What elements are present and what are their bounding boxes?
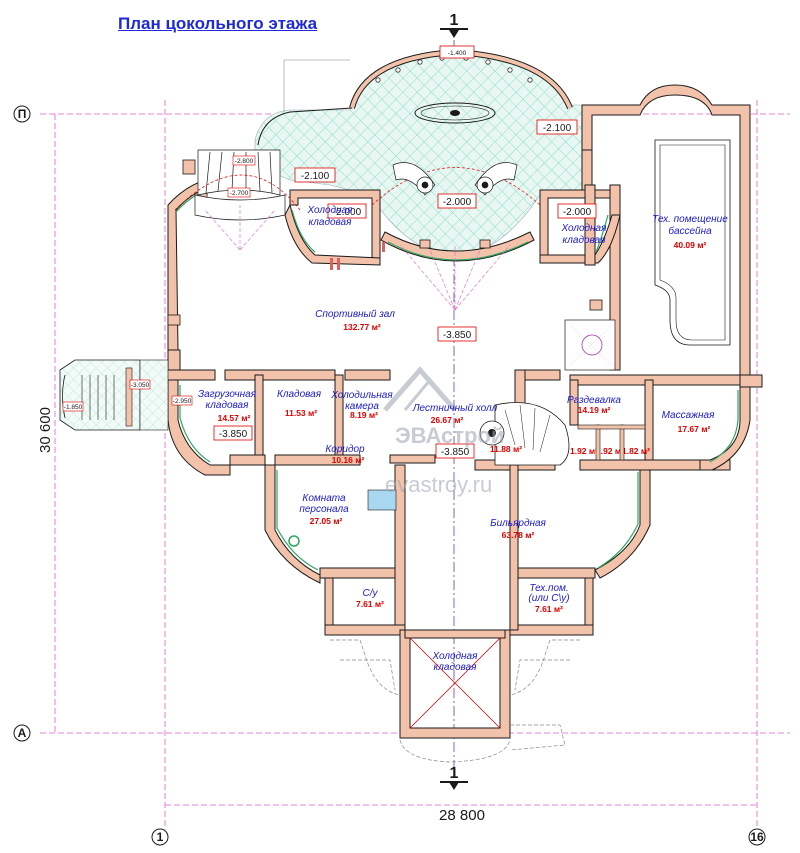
radial-guides	[204, 205, 511, 311]
room-label-staff-1: Комната	[302, 493, 346, 504]
room-label-tech-pool-1: Тех. помещение	[652, 214, 728, 225]
room-area-tech-pool: 40.09 м²	[674, 240, 707, 250]
svg-text:-2.800: -2.800	[235, 158, 254, 165]
svg-text:А: А	[18, 726, 27, 740]
svg-text:-2.000: -2.000	[333, 207, 362, 218]
svg-text:1: 1	[450, 765, 459, 782]
room-label-cold-bottom-1: Холодная	[432, 651, 479, 662]
room-area-staff: 27.05 м²	[310, 516, 343, 526]
room-label-changing: Раздевалка	[567, 395, 621, 406]
room-area-massage: 17.67 м²	[678, 424, 711, 434]
room-area-billiard: 63.78 м²	[502, 530, 535, 540]
svg-text:16: 16	[750, 830, 764, 844]
room-label-tech-wc-2: (или С\у)	[528, 593, 569, 604]
section-mark-top: 1	[440, 12, 468, 38]
room-label-stair-hall: Лестничный холл	[412, 403, 498, 414]
room-label-cold-bottom-2: кладовая	[434, 662, 478, 673]
room-label-pantry: Кладовая	[277, 389, 322, 400]
level-marks: -1.400 -2.100 -2.100 -2.800 -2.700 -2.00…	[62, 45, 597, 459]
room-label-gym: Спортивный зал	[315, 309, 395, 320]
watermark: ЭВАстрой evastroy.ru	[383, 366, 504, 497]
room-labels: Холодная кладовая Холодная кладовая Тех.…	[198, 205, 728, 673]
stair-center-left	[392, 162, 436, 196]
stair-pool	[564, 319, 616, 371]
svg-text:-2.100: -2.100	[543, 123, 572, 134]
room-label-loading-1: Загрузочная	[198, 389, 257, 400]
room-area-loading: 14.57 м²	[218, 413, 251, 423]
room-area-wc: 7.61 м²	[356, 599, 384, 609]
room-label-cold-right-1: Холодная	[561, 223, 608, 234]
svg-text:-3.850: -3.850	[443, 330, 472, 341]
room-area-tech-wc: 7.61 м²	[535, 604, 563, 614]
svg-text:-3.850: -3.850	[441, 447, 470, 458]
room-label-corridor: Коридор	[325, 444, 365, 455]
svg-text:-2.100: -2.100	[301, 171, 330, 182]
room-area-gym: 132.77 м²	[343, 322, 381, 332]
room-area-changing: 14.19 м²	[578, 405, 611, 415]
room-label-cold-left-1: Холодная	[307, 205, 354, 216]
walls	[164, 84, 763, 739]
shower-partitions	[577, 424, 646, 461]
decor-ellipse	[414, 102, 496, 124]
side-entrance	[59, 359, 169, 431]
room-label-massage: Массажная	[662, 410, 716, 421]
room-label-tech-pool-2: бассейна	[668, 225, 712, 237]
svg-text:-2.000: -2.000	[563, 207, 592, 218]
axis-bubble-bottom: А	[13, 724, 31, 742]
svg-text:-2.950: -2.950	[173, 398, 192, 405]
small-area-shower-1: 1.92 м²	[570, 446, 598, 456]
svg-text:-1.400: -1.400	[448, 50, 467, 57]
room-label-cold-right-2: кладовая	[563, 235, 607, 246]
small-area-shower-3: 1.82 м²	[622, 446, 650, 456]
room-area-corridor: 10.16 м²	[332, 455, 365, 465]
svg-text:П: П	[18, 107, 27, 121]
room-area-pantry: 11.53 м²	[285, 408, 317, 418]
wall-left-terrace	[257, 107, 353, 146]
room-label-loading-2: кладовая	[206, 400, 250, 411]
section-mark-bottom: 1	[440, 765, 468, 790]
room-label-cold-chamber-2: камера	[345, 401, 379, 412]
axis-bubble-right: 16	[748, 828, 766, 846]
svg-text:-1.850: -1.850	[64, 404, 83, 411]
room-area-stair-hall: 26.67 м²	[431, 415, 464, 425]
small-area-hall: 11.88 м²	[490, 444, 522, 454]
outline-landscape	[330, 639, 580, 763]
arc-guides	[174, 167, 541, 211]
svg-text:-2.700: -2.700	[230, 190, 249, 197]
stair-hall	[479, 402, 570, 466]
plan-title: План цокольного этажа	[118, 14, 318, 33]
room-label-wc: С/у	[363, 588, 379, 599]
small-area-shower-2: 1.92 м²	[596, 446, 624, 456]
axis-bubble-left: 1	[151, 828, 169, 846]
watermark-brand: ЭВАстрой	[395, 423, 504, 448]
svg-text:-3.850: -3.850	[219, 429, 248, 440]
cold-storage-bottom-x	[409, 637, 501, 729]
watermark-site: evastroy.ru	[385, 472, 492, 497]
room-label-tech-wc-1: Тех.пом.	[529, 583, 568, 594]
stair-center-right	[474, 162, 518, 196]
staff-room-feature	[367, 489, 397, 511]
dimension-height: 30 600	[37, 407, 54, 453]
room-label-staff-2: персонала	[299, 504, 349, 515]
room-label-billiard: Бильярдная	[490, 518, 546, 529]
pool-outline	[654, 139, 731, 346]
svg-text:-2.000: -2.000	[443, 197, 472, 208]
svg-text:1: 1	[157, 830, 164, 844]
svg-text:-3.050: -3.050	[131, 382, 150, 389]
dimension-width: 28 800	[439, 807, 485, 824]
door-marks	[330, 242, 385, 270]
axis-bubble-top: П	[13, 105, 31, 123]
room-area-cold-chamber: 8.19 м²	[350, 410, 378, 420]
room-label-cold-chamber-1: Холодильная	[330, 390, 393, 401]
room-label-cold-left-2: кладовая	[309, 217, 353, 228]
svg-text:1: 1	[450, 12, 459, 29]
